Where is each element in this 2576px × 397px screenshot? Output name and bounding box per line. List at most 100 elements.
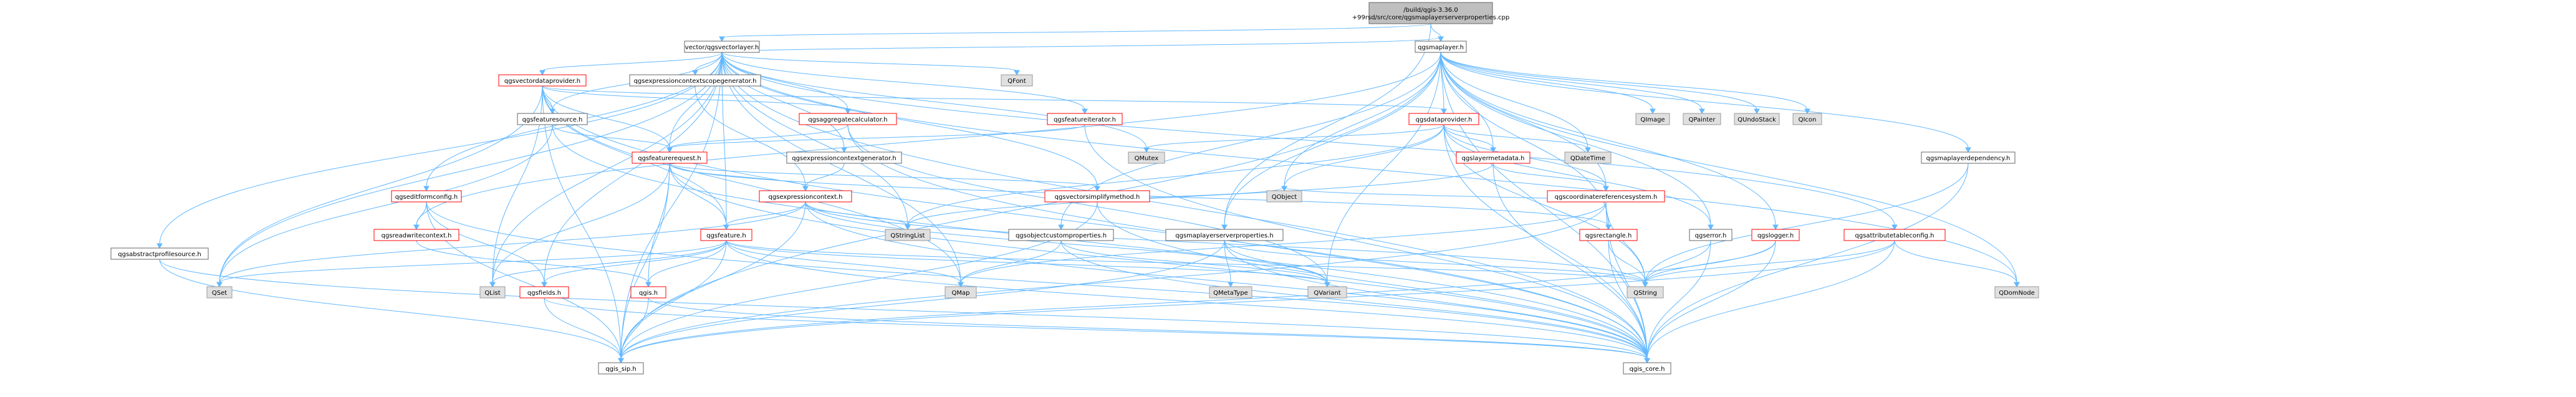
node-QImage: QImage [1635, 113, 1670, 125]
edge-dataprovider-to-QStringList [907, 124, 1444, 226]
node-QMetaType: QMetaType [1209, 286, 1252, 299]
edge-arrowhead [719, 36, 725, 42]
node-label: qgsmaplayerdependency.h [1926, 155, 2011, 162]
edge-root-to-mlserverprops [1224, 23, 1431, 226]
edge-maplayer-to-dataprovider [1440, 52, 1444, 110]
edge-arrowhead [1438, 36, 1444, 42]
node-crs[interactable]: qgscoordinatereferencesystem.h [1547, 190, 1665, 203]
edge-arrowhead [618, 358, 624, 364]
node-box [759, 190, 852, 203]
node-qgis_sip[interactable]: qgis_sip.h [598, 362, 644, 375]
node-featuresource[interactable]: qgsfeaturesource.h [517, 113, 588, 125]
node-qgsh[interactable]: qgis.h [630, 286, 666, 299]
edge-featurerequest-to-exprcontext [669, 163, 806, 188]
node-objcustomprops[interactable]: qgsobjectcustomproperties.h [1008, 229, 1114, 241]
edge-arrowhead [1058, 224, 1064, 231]
node-exprcontext[interactable]: qgsexpressioncontext.h [759, 190, 852, 203]
edge-editformconfig-to-qgis_sip [426, 201, 622, 360]
edge-arrowhead [802, 186, 809, 192]
node-layermetadata[interactable]: qgslayermetadata.h [1456, 151, 1531, 164]
node-root[interactable]: /build/qgis-3.36.0+99rsd/src/core/qgsmap… [1352, 2, 1509, 24]
node-label: /build/qgis-3.36.0 [1403, 7, 1458, 14]
edge-vectorlayer-to-QList [492, 52, 723, 284]
edge-root-to-vectorlayer [721, 23, 1431, 38]
edge-arrowhead [489, 282, 496, 288]
node-abstractprofile[interactable]: qgsabstractprofilesource.h [110, 247, 209, 260]
edge-mlserverprops-to-qgis_core [1224, 240, 1648, 360]
edge-qgsh-to-qgis_core [648, 297, 1648, 360]
node-box [1047, 113, 1123, 125]
edge-feature-to-qgis_sip [620, 240, 727, 360]
node-editformconfig[interactable]: qgseditformconfig.h [391, 190, 462, 203]
node-box [1689, 229, 1733, 241]
node-vectorsimplify[interactable]: qgsvectorsimplifymethod.h [1044, 190, 1150, 203]
node-feature[interactable]: qgsfeature.h [700, 229, 752, 241]
edge-arrowhead [1014, 70, 1020, 76]
edge-arrowhead [156, 243, 163, 249]
node-box [630, 286, 666, 299]
edge-maplayer-to-layermetadata [1440, 52, 1494, 149]
edge-arrowhead [1965, 147, 1971, 153]
edge-arrowhead [1754, 108, 1760, 115]
edge-objcustomprops-to-QVariant [1060, 240, 1328, 284]
node-vectordataprovider[interactable]: qgsvectordataprovider.h [498, 74, 587, 87]
node-label: qgsobjectcustomproperties.h [1016, 232, 1107, 239]
edge-vectorsimplify-to-qgis_core [1097, 201, 1648, 360]
node-QObject: QObject [1266, 190, 1302, 203]
edge-maplayer-to-QPainter [1440, 52, 1703, 110]
node-box [1579, 229, 1638, 241]
edge-maplayer-to-QUndoStack [1440, 52, 1757, 110]
node-exprctxscopegen[interactable]: qgsexpressioncontextscopegenerator.h [629, 74, 761, 87]
edge-vectorlayer-to-QDomNode [721, 52, 2017, 284]
node-error[interactable]: qgserror.h [1689, 229, 1733, 241]
edge-attrtableconfig-to-qgis_core [1646, 240, 1895, 360]
edge-abstractprofile-to-qgis_sip [159, 259, 622, 360]
node-vectorlayer[interactable]: vector/qgsvectorlayer.h [684, 41, 760, 53]
node-box [1623, 362, 1671, 375]
node-fields[interactable]: qgsfields.h [519, 286, 569, 299]
edge-abstractprofile-to-qgis_core [159, 259, 1648, 360]
edge-rectangle-to-QString [1608, 240, 1646, 284]
edge-layermetadata-to-qgis_core [1492, 163, 1648, 360]
edge-vectorlayer-to-featurerequest [669, 52, 723, 149]
node-label: qgsfields.h [527, 290, 561, 297]
node-logger[interactable]: qgslogger.h [1751, 229, 1800, 241]
edge-crs-to-qgis_sip [620, 201, 1607, 360]
node-readwritectx[interactable]: qgsreadwritecontext.h [373, 229, 459, 241]
edge-vectorlayer-to-qgis_core [721, 52, 1648, 360]
edge-featuresource-to-featurerequest [552, 124, 670, 149]
node-aggcalc[interactable]: qgsaggregatecalculator.h [799, 113, 897, 125]
edge-arrowhead [958, 282, 964, 288]
edge-vectorsimplify-to-qgis_sip [620, 201, 1098, 360]
node-rectangle[interactable]: qgsrectangle.h [1579, 229, 1638, 241]
node-dataprovider[interactable]: qgsdataprovider.h [1408, 113, 1479, 125]
node-box [684, 41, 760, 53]
node-label: qgsexpressioncontextgenerator.h [792, 155, 896, 162]
edge-readwritectx-to-qgsh [416, 240, 649, 284]
edge-layermetadata-to-crs [1492, 163, 1607, 188]
node-maplayer[interactable]: qgsmaplayer.h [1415, 41, 1467, 53]
node-label: QDomNode [1999, 290, 2035, 297]
node-maplayerdependency[interactable]: qgsmaplayerdependency.h [1921, 151, 2016, 164]
edge-dataprovider-to-layermetadata [1443, 124, 1494, 149]
edge-vectordataprovider-to-featurerequest [542, 85, 670, 149]
node-featurerequest[interactable]: qgsfeaturerequest.h [632, 151, 708, 164]
node-qgis_core[interactable]: qgis_core.h [1623, 362, 1671, 375]
edge-exprcontext-to-qgis_sip [620, 201, 806, 360]
node-mlserverprops[interactable]: qgsmaplayerserverproperties.h [1165, 229, 1284, 241]
node-box [517, 113, 588, 125]
edge-vectordataprovider-to-aggcalc [542, 85, 848, 110]
edge-arrowhead [541, 282, 547, 288]
node-attrtableconfig[interactable]: qgsattributetableconfig.h [1843, 229, 1946, 241]
edge-vectorlayer-to-abstractprofile [159, 52, 723, 245]
edge-attrtableconfig-to-QString [1645, 240, 1895, 284]
edge-vectorlayer-to-featureiterator [721, 52, 1085, 110]
node-featureiterator[interactable]: qgsfeatureiterator.h [1047, 113, 1123, 125]
node-label: qgsexpressioncontext.h [768, 194, 842, 201]
edge-vectordataprovider-to-qgis_sip [542, 85, 622, 360]
node-label: QString [1633, 290, 1657, 297]
edge-arrowhead [723, 224, 729, 231]
edge-editformconfig-to-fields [426, 201, 545, 284]
node-box [498, 74, 587, 87]
node-exprctxgen[interactable]: qgsexpressioncontextgenerator.h [786, 151, 902, 164]
